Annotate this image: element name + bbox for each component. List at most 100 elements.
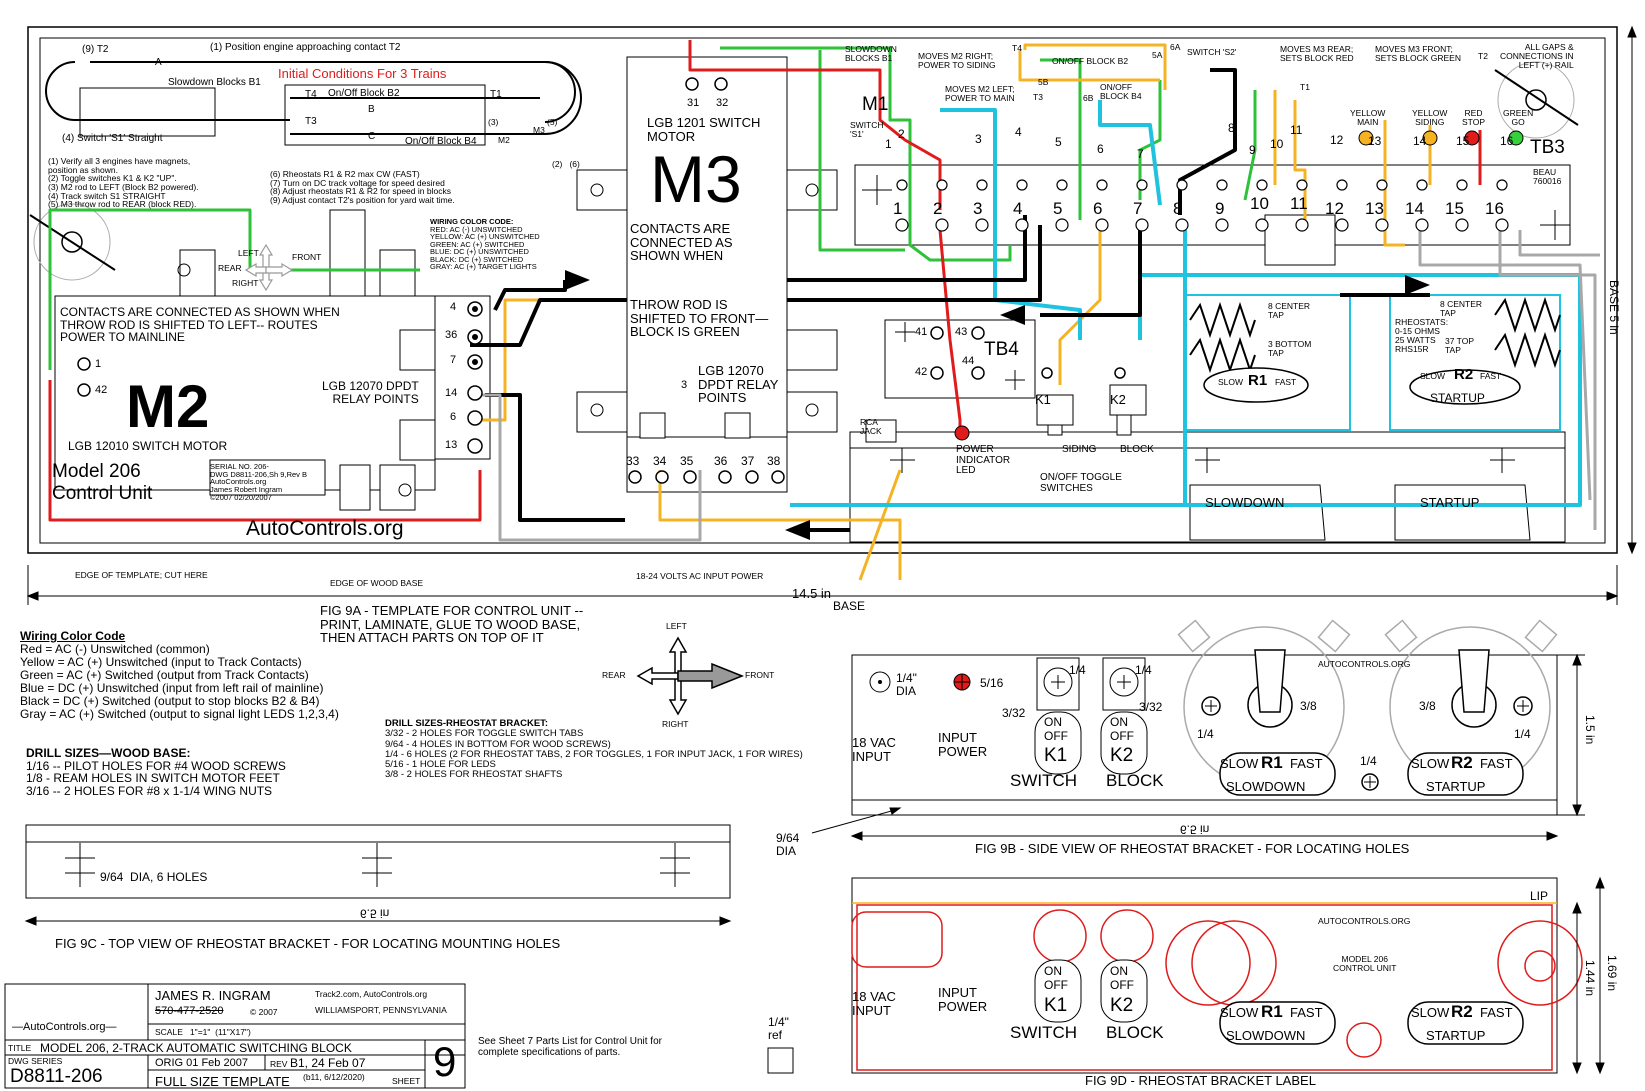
title-orig: ORIG 01 Feb 2007: [155, 1057, 248, 1069]
k1-label: K1: [1035, 392, 1051, 407]
title-title: MODEL 206, 2-TRACK AUTOMATIC SWITCHING B…: [40, 1041, 352, 1055]
fig9b-dia14: 1/4" DIA: [896, 671, 917, 698]
wire-num-12: 12: [1330, 133, 1344, 147]
base-width-label: 14.5 in: [792, 586, 832, 601]
title-sheet-number: 9: [433, 1038, 457, 1085]
fig9b-input-power: INPUT POWER: [938, 730, 988, 759]
wire-num-8: 8: [1228, 121, 1235, 135]
fig9d-r2: R2: [1451, 1002, 1473, 1021]
dir-rear: REAR: [218, 263, 242, 273]
slowdown-bracket-label: SLOWDOWN: [1205, 495, 1285, 510]
title-scale: SCALE 1"=1" (11"X17"): [155, 1027, 251, 1037]
m3-term-31: 31: [687, 97, 700, 109]
r2-slow: SLOW: [1420, 371, 1446, 381]
wire-num-14: 14: [1413, 134, 1427, 148]
fig9d-r1-fast: FAST: [1290, 1005, 1323, 1020]
position-engine-note: (1) Position engine approaching contact …: [210, 42, 401, 53]
m3-small-label: M3: [533, 125, 545, 135]
power-led-label: POWER INDICATOR LED: [956, 444, 1011, 476]
r1-fast: FAST: [1275, 377, 1297, 387]
tb4-term-41: 41: [915, 326, 928, 338]
tb3-term-3: 3: [973, 199, 983, 218]
fig9d-k2: K2: [1110, 995, 1134, 1016]
t3-right-label: T3: [1033, 92, 1043, 102]
edge-wood-label: EDGE OF WOOD BASE: [330, 578, 424, 588]
fig9b-r2-fast: FAST: [1480, 756, 1513, 771]
t4-label: T4: [305, 89, 317, 100]
title-logo: —AutoControls.org—: [12, 1021, 117, 1033]
fig9b-slowdown: SLOWDOWN: [1226, 779, 1306, 794]
tb3-term-12: 12: [1325, 199, 1344, 218]
t2-label: (9) T2: [82, 44, 109, 55]
fig9b-18vac: 18 VAC INPUT: [852, 735, 896, 764]
base-label: BASE: [833, 599, 866, 613]
fig9b-q14a: 1/4: [1069, 663, 1086, 677]
tb3-term-11: 11: [1290, 194, 1308, 213]
k2-label: K2: [1110, 392, 1126, 407]
switch-s1-label: (4) Switch 'S1' Straight: [62, 133, 163, 144]
m1-label: M1: [862, 94, 889, 115]
tb3-label: TB3: [1530, 137, 1565, 158]
m2-term-6: 6: [450, 411, 457, 423]
slowdown-blocks-label: Slowdown Blocks B1: [168, 77, 261, 88]
tb3-term-15: 15: [1445, 199, 1464, 218]
title-dwg-no: D8811-206: [10, 1066, 103, 1087]
on-off-b4-label: On/Off Block B4: [405, 136, 477, 147]
fig9b-k2: K2: [1110, 745, 1134, 766]
wire-num-11: 11: [1290, 123, 1303, 137]
tb4-label: TB4: [984, 339, 1019, 360]
wire-num-6: 6: [1097, 142, 1104, 156]
m3-relay-num: 3: [681, 379, 688, 391]
siding-label: SIDING: [1062, 444, 1097, 455]
fig9d-on-k1: ON: [1044, 964, 1062, 978]
title-rev-label: REV: [270, 1059, 288, 1069]
r2-spec: RHEOSTATS: 0-15 OHMS 25 WATTS RHS15R: [1395, 317, 1449, 354]
fig9b-on-k1: ON: [1044, 715, 1062, 729]
fig9b-block: BLOCK: [1106, 771, 1164, 790]
t1-label: T1: [490, 89, 502, 100]
tb3-term-5: 5: [1053, 199, 1063, 218]
fig9b-width: 6.5 in: [1180, 822, 1210, 837]
initial-conditions-title: Initial Conditions For 3 Trains: [278, 66, 447, 81]
fig9b-q14b: 1/4: [1135, 663, 1152, 677]
fig9d-switch: SWITCH: [1010, 1023, 1078, 1042]
fig9b-brand: AUTOCONTROLS.ORG: [1318, 659, 1411, 669]
led-yellow-siding-label: YELLOW SIDING: [1412, 108, 1448, 127]
m2-relay-label: LGB 12070 DPDT RELAY POINTS: [322, 379, 419, 406]
layout-diagram: [45, 61, 582, 146]
title-copyright: © 2007: [250, 1007, 278, 1017]
fig9b-off-k1: OFF: [1044, 729, 1068, 743]
wire-num-10: 10: [1270, 137, 1284, 151]
fig9d-h144: 1.44 in: [1583, 960, 1597, 997]
fig9b-q332b: 3/32: [1139, 700, 1163, 714]
r1-slow: SLOW: [1218, 377, 1244, 387]
fig9b-q38b: 3/8: [1419, 699, 1436, 713]
compass-left: LEFT: [666, 621, 687, 631]
fig9b-dia964: 9/64 DIA: [776, 831, 800, 858]
m2-term-1: 1: [95, 358, 102, 370]
block-a-label: A: [155, 57, 162, 68]
fig9b-r1-slow: SLOW: [1220, 756, 1259, 771]
wiring-code-small: WIRING COLOR CODE: RED: AC (-) UNSWITCHE…: [430, 217, 540, 271]
moves-m3-rear-label: MOVES M3 REAR; SETS BLOCK RED: [1280, 44, 1354, 63]
tb3-term-6: 6: [1093, 199, 1103, 218]
fig9b-q332a: 3/32: [1002, 706, 1026, 720]
t3-label: T3: [305, 116, 317, 127]
fig9b-r2-slow: SLOW: [1411, 756, 1450, 771]
beau-label: BEAU 760016: [1533, 167, 1562, 186]
compass-rear: REAR: [602, 670, 626, 680]
m2-term-13: 13: [445, 439, 458, 451]
tb3-term-10: 10: [1250, 194, 1269, 213]
tb3-term-14: 14: [1405, 199, 1424, 218]
fig9d-startup: STARTUP: [1426, 1028, 1486, 1043]
m2-motor-label: LGB 12010 SWITCH MOTOR: [68, 439, 228, 453]
fig9d-off-k1: OFF: [1044, 978, 1068, 992]
tb3-term-9: 9: [1215, 199, 1225, 218]
wire-num-2: 2: [898, 127, 905, 141]
num-6b: 6B: [1083, 93, 1094, 103]
title-phone: 570-477-2520: [155, 1005, 224, 1017]
rca-jack-label: RCA JACK: [860, 417, 882, 436]
fig9c-holes: 9/64 DIA, 6 HOLES: [100, 870, 208, 884]
tb3-term-7: 7: [1133, 199, 1143, 218]
m3-term-32: 32: [716, 97, 729, 109]
